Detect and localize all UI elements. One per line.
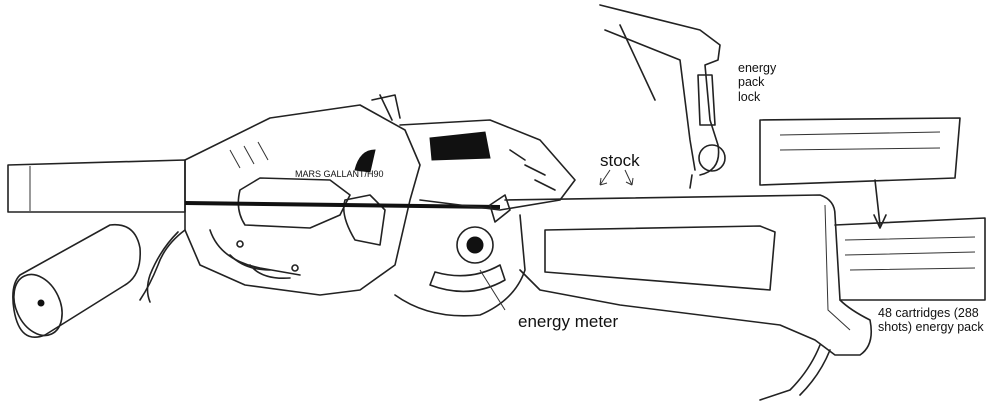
upper-housing [399,119,576,223]
label-line: shots) energy pack [878,320,984,335]
label-line: pack [738,75,765,90]
energy-meter-label: energy meter [518,312,619,331]
label-line: energy [738,61,777,75]
stock-label: stock [600,151,640,170]
label-line: lock [738,89,761,104]
gun-marking: MARS GALLANT/H90 [295,169,384,179]
receiver [184,94,501,296]
label-line: 48 cartridges (288 [878,306,979,320]
energy-meter [394,214,526,317]
energy-pack [759,117,986,301]
lock-inset [599,4,831,401]
barrel [7,159,186,213]
detached-barrel [12,223,142,338]
energy-pack-lock-label: energy pack lock [738,61,776,104]
stock [504,194,873,356]
energy-pack-label: 48 cartridges (288 shots) energy pack [878,306,984,335]
